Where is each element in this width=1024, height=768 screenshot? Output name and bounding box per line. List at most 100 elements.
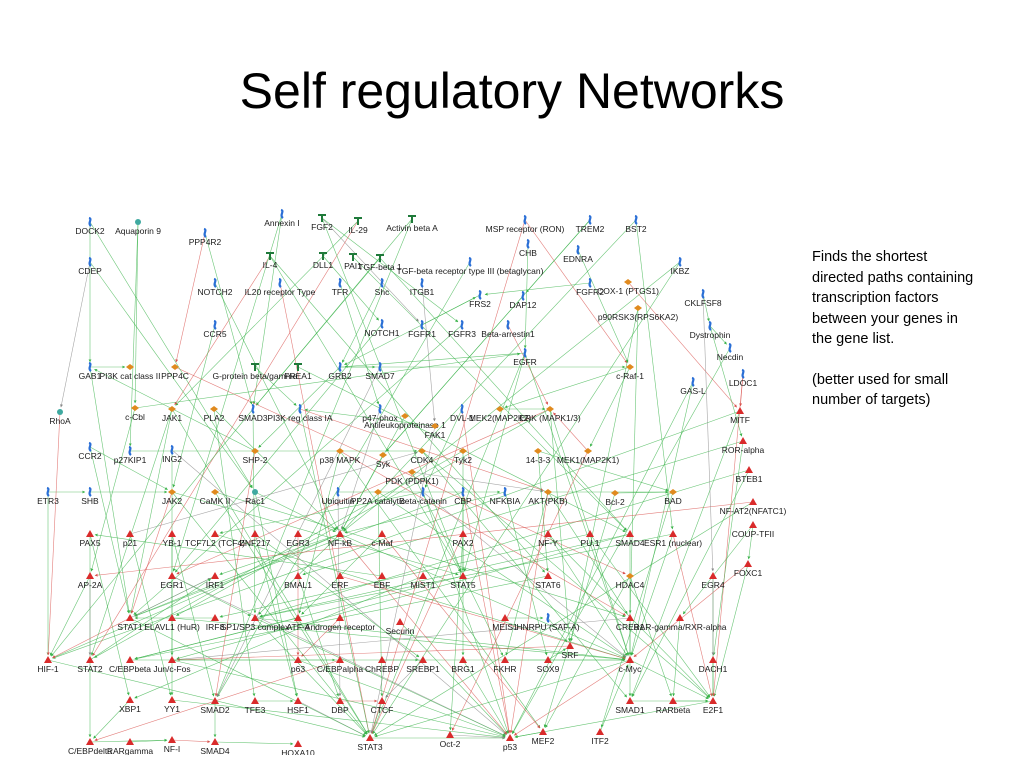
node-DAP12[interactable]: DAP12	[510, 290, 537, 310]
node-EGR4[interactable]: EGR4	[701, 572, 725, 590]
node-PU1[interactable]: PU.1	[581, 530, 600, 548]
node-PPP4R2[interactable]: PPP4R2	[189, 227, 222, 247]
node-AnnexinI[interactable]: Annexin I	[264, 208, 300, 228]
node-p63[interactable]: p63	[291, 656, 305, 674]
node-SOX9[interactable]: SOX9	[537, 656, 560, 674]
node-Necdin[interactable]: Necdin	[717, 342, 744, 362]
node-STAT5[interactable]: STAT5	[450, 572, 476, 590]
node-MEIS1[interactable]: MEIS1	[492, 614, 518, 632]
node-PPP4C[interactable]: PPP4C	[161, 364, 189, 381]
node-ITGB1[interactable]: ITGB1	[410, 277, 435, 297]
node-TGFbeta1[interactable]: TGF-beta 1	[358, 254, 402, 272]
node-SRF[interactable]: SRF	[562, 642, 579, 660]
node-Antileuko[interactable]: Antileukoproteinase 1	[364, 413, 446, 430]
node-CCR5[interactable]: CCR5	[203, 319, 227, 339]
node-ERF[interactable]: ERF	[332, 572, 349, 590]
node-NFKBIA[interactable]: NFKBIA	[490, 486, 521, 506]
node-DVL1[interactable]: DVL-1	[450, 403, 474, 423]
node-ING2[interactable]: ING2	[162, 444, 182, 464]
node-DLL1[interactable]: DLL1	[313, 252, 334, 270]
node-FGFR2[interactable]: FGFR2	[576, 277, 604, 297]
node-PDK[interactable]: PDK (PDPK1)	[385, 469, 439, 486]
node-STAT3[interactable]: STAT3	[357, 734, 383, 752]
node-IL29[interactable]: IL-29	[348, 217, 368, 235]
node-GRB2[interactable]: GRB2	[328, 361, 352, 381]
node-MEK1[interactable]: MEK1(MAP2K1)	[557, 448, 620, 465]
node-p90RSK3[interactable]: p90RSK3(RPS6KA2)	[598, 305, 678, 322]
node-HDAC4[interactable]: HDAC4	[616, 573, 645, 590]
node-cCbl[interactable]: c-Cbl	[125, 405, 145, 422]
node-IRF8[interactable]: IRF8	[206, 614, 225, 632]
node-p53[interactable]: p53	[503, 734, 517, 752]
node-TFE3[interactable]: TFE3	[245, 697, 266, 715]
node-Bcl2[interactable]: Bcl-2	[605, 490, 625, 507]
node-CBP[interactable]: CBP	[454, 486, 472, 506]
node-DBP[interactable]: DBP	[331, 697, 349, 715]
node-HNRPU[interactable]: HNRPU (SAF-A)	[516, 612, 580, 632]
node-BetaArrestin1[interactable]: Beta-arrestin1	[481, 319, 535, 339]
node-SMAD4b[interactable]: SMAD4	[200, 738, 230, 755]
node-p21[interactable]: p21	[123, 530, 137, 548]
node-HOXA10[interactable]: HOXA10	[281, 740, 315, 755]
node-NFI[interactable]: NF-I	[164, 736, 181, 754]
node-ERK1[interactable]: ERK (MAPK1/3)	[519, 406, 581, 423]
node-RXRgamma[interactable]: RAR-gamma/RXR-alpha	[633, 614, 727, 632]
node-STAT2[interactable]: STAT2	[77, 656, 103, 674]
node-MIST1[interactable]: MIST1	[410, 572, 436, 590]
node-LDOC1[interactable]: LDOC1	[729, 368, 758, 388]
node-SP1[interactable]: SP1/SP3 complex	[221, 614, 290, 632]
node-SMAD1[interactable]: SMAD1	[615, 697, 645, 715]
node-SHP2[interactable]: SHP-2	[242, 448, 268, 465]
node-p38MAPK[interactable]: p38 MAPK	[320, 448, 361, 465]
node-CEBPdelta[interactable]: C/EBPdelta	[68, 738, 112, 755]
node-ATF4[interactable]: ATF-4	[287, 614, 310, 632]
node-CaMKII[interactable]: CaMK II	[200, 489, 231, 506]
node-FRS2[interactable]: FRS2	[469, 289, 491, 309]
node-CREB1[interactable]: CREB1	[616, 614, 645, 632]
node-Syk[interactable]: Syk	[376, 452, 391, 469]
node-IL4[interactable]: IL-4	[263, 252, 278, 270]
node-EBF[interactable]: EBF	[374, 572, 391, 590]
node-ZNF217[interactable]: ZNF217	[240, 530, 271, 548]
node-SMAD2[interactable]: SMAD2	[200, 697, 230, 715]
node-XBP1[interactable]: XBP1	[119, 696, 141, 714]
node-ActivinBetaA[interactable]: Activin beta A	[386, 215, 438, 233]
node-JAK1[interactable]: JAK1	[162, 406, 183, 423]
node-CCR2[interactable]: CCR2	[78, 441, 102, 461]
node-HSF1[interactable]: HSF1	[287, 697, 309, 715]
node-TCF7L2[interactable]: TCF7L2 (TCF4)	[185, 530, 245, 548]
node-ETR3[interactable]: ETR3	[37, 486, 59, 506]
node-FOXC1[interactable]: FOXC1	[734, 560, 763, 578]
node-JAK2[interactable]: JAK2	[162, 489, 183, 506]
node-SMAD3[interactable]: SMAD3	[238, 403, 268, 423]
node-STAT1[interactable]: STAT1	[117, 614, 143, 632]
node-TGFBR3[interactable]: TGF-beta receptor type III (betaglycan)	[397, 256, 544, 276]
node-FGF2[interactable]: FGF2	[311, 214, 333, 232]
node-PP2A[interactable]: PP2A catalytic	[351, 489, 406, 506]
node-SHB[interactable]: SHB	[81, 486, 99, 506]
node-BTEB1[interactable]: BTEB1	[736, 466, 763, 484]
node-E2F1[interactable]: E2F1	[703, 697, 724, 715]
node-TREM2[interactable]: TREM2	[576, 214, 605, 234]
node-cRaf1[interactable]: c-Raf-1	[616, 364, 644, 381]
node-IKBZ[interactable]: IKBZ	[671, 256, 690, 276]
node-COUPTFII[interactable]: COUP-TFII	[732, 521, 775, 539]
node-p143[interactable]: 14-3-3	[526, 448, 551, 465]
node-CTCF[interactable]: CTCF	[371, 697, 394, 715]
node-Dystrophin[interactable]: Dystrophin	[690, 320, 731, 340]
node-RARgamma[interactable]: RARgamma	[107, 738, 154, 755]
node-CDK4[interactable]: CDK4	[411, 448, 434, 465]
node-DACH1[interactable]: DACH1	[699, 656, 728, 674]
node-NOTCH2[interactable]: NOTCH2	[198, 277, 233, 297]
node-RhoA[interactable]: RhoA	[49, 409, 71, 426]
node-cMyc[interactable]: c-Myc	[619, 656, 642, 674]
node-p27KIP1[interactable]: p27KIP1	[114, 445, 147, 465]
node-NOTCH1[interactable]: NOTCH1	[365, 318, 400, 338]
node-FGFR1[interactable]: FGFR1	[408, 319, 436, 339]
node-PI3KIA[interactable]: PI3K reg class IA	[267, 403, 333, 423]
node-BAD[interactable]: BAD	[664, 489, 682, 506]
node-EGR1[interactable]: EGR1	[160, 572, 184, 590]
node-BST2[interactable]: BST2	[625, 214, 647, 234]
node-Ubiquitin[interactable]: Ubiquitin	[321, 486, 355, 506]
node-CKLFSF8[interactable]: CKLFSF8	[684, 288, 722, 308]
